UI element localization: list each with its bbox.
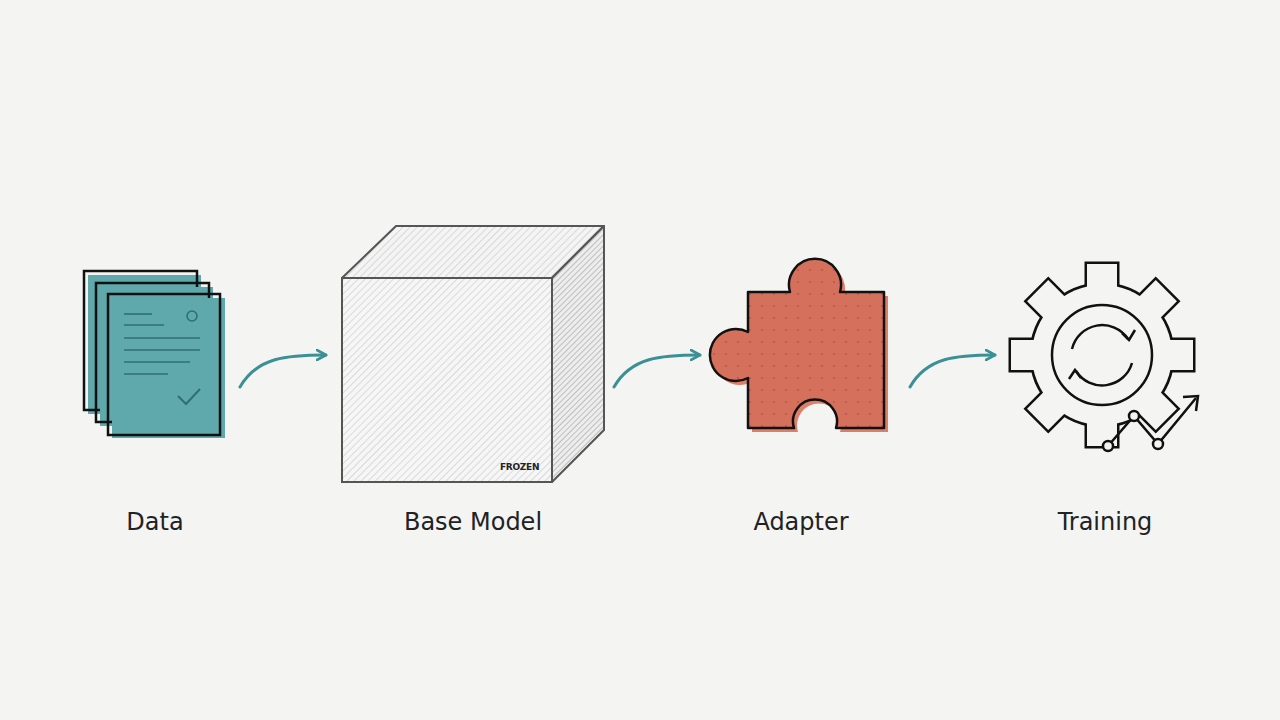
text-lines	[124, 314, 200, 374]
gear-tooth	[1011, 340, 1043, 370]
node-label: Base Model	[300, 508, 646, 536]
node-label: Adapter	[668, 508, 934, 536]
document-stack	[84, 271, 225, 438]
status-tag: FROZEN	[500, 462, 539, 472]
icon-node: Base ModelFROZEN	[340, 222, 606, 540]
cube-side-fill	[552, 226, 604, 482]
trend-point	[1103, 441, 1113, 451]
cube-side	[552, 226, 604, 482]
cycle-arrow-head	[1122, 330, 1135, 340]
trend-point	[1129, 411, 1139, 421]
icon-node: Adapter	[708, 252, 894, 540]
puzzle-outline	[710, 259, 884, 428]
gear-tooth	[1133, 280, 1177, 324]
gear-inner-ring	[1052, 305, 1152, 405]
cycle-arrow	[1072, 325, 1128, 349]
cube-illustration	[342, 226, 604, 482]
cube-front	[342, 278, 552, 482]
gear-tooth	[1027, 280, 1071, 324]
icon-node: Data	[80, 262, 230, 540]
page-fill	[112, 298, 225, 438]
node-label: Training	[965, 508, 1245, 536]
gear-tooth	[1027, 386, 1071, 430]
stamp-circle	[187, 311, 197, 321]
puzzle-fill	[710, 259, 884, 428]
flow-arrow	[910, 355, 995, 387]
gear-inner-fill	[1011, 264, 1193, 446]
cycle-arrow-head	[1069, 370, 1081, 379]
flow-arrow	[614, 355, 700, 387]
gear-tooth	[1011, 340, 1043, 370]
cycle-arrow	[1076, 363, 1132, 385]
text-line	[124, 361, 190, 363]
text-line	[124, 373, 168, 375]
trend-line	[1108, 398, 1196, 446]
gear-tooth	[1161, 340, 1193, 370]
text-line	[124, 313, 152, 315]
gear-outline	[1011, 264, 1193, 446]
gear-tooth	[1087, 264, 1117, 296]
page-outline	[108, 294, 220, 435]
flow-arrow	[240, 355, 326, 387]
trend-arrow-head	[1183, 396, 1198, 411]
check-mark	[178, 389, 200, 404]
text-line	[124, 337, 200, 339]
trend-point	[1153, 439, 1163, 449]
text-line	[124, 324, 164, 326]
puzzle-piece	[710, 259, 888, 432]
gear-tooth	[1161, 340, 1193, 370]
icon-node: Training	[1005, 256, 1205, 540]
text-line	[124, 349, 200, 351]
gear-outline-stroke	[1011, 264, 1193, 446]
gear-tooth	[1087, 264, 1117, 296]
gear-icon	[1011, 264, 1198, 451]
cube-front-fill	[342, 278, 552, 482]
node-label: Data	[40, 508, 270, 536]
